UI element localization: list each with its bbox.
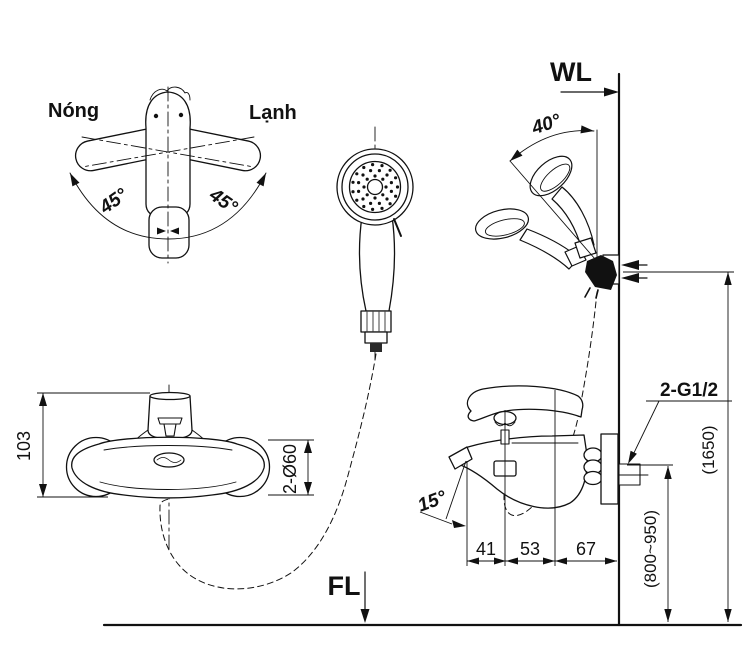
fl-arrowhead-icon <box>360 609 370 623</box>
body-seam-top <box>103 445 233 451</box>
wall-flange <box>600 433 619 505</box>
spray-nozzle-dots <box>351 163 400 211</box>
supply-arrow-top <box>621 260 639 270</box>
lever-axis-right <box>81 136 255 168</box>
wl-arrowhead-icon <box>604 87 619 97</box>
center-tick-arrow-left <box>157 227 166 235</box>
shower-connector-nut <box>360 310 392 333</box>
dim-knob-to-body: 53 <box>520 539 540 559</box>
faucet-front-view <box>65 384 271 554</box>
wall-nut-3 <box>583 470 603 486</box>
dim-install-height: (800~950) <box>641 510 660 588</box>
dim-spout-offset: 41 <box>476 539 496 559</box>
tilt-arc-arrow-right <box>580 125 594 134</box>
spout-angle-ray <box>445 460 467 520</box>
thread-leader-arrowhead <box>628 450 637 464</box>
diverter-knob-cap <box>157 417 183 425</box>
shower-face-center-hole <box>366 178 384 196</box>
hand-shower-holder-position <box>529 155 597 259</box>
holder-body-silhouette <box>585 255 617 290</box>
angle-spout-15: 15° <box>415 487 450 517</box>
hand-shower-front-view <box>159 126 414 590</box>
handle-grip-tip <box>148 206 190 259</box>
label-floor-line: FL <box>328 571 361 601</box>
swing-arc <box>69 172 267 240</box>
side-spout-tip <box>448 446 473 470</box>
dim-body-to-wall: 67 <box>576 539 596 559</box>
diverter-knob-stem <box>163 423 177 437</box>
inlet-stub <box>618 463 641 486</box>
supply-arrow-bottom <box>621 273 639 283</box>
hose-curve <box>159 353 377 590</box>
shower-hose-nipple <box>370 343 382 352</box>
swing-arc-arrow-right <box>256 173 266 187</box>
tilt-arc <box>509 130 595 162</box>
label-cold: Lạnh <box>249 102 297 124</box>
shower-holder-assembly <box>474 125 648 299</box>
brand-logo <box>153 452 185 468</box>
brand-logo-detail <box>156 457 182 463</box>
side-body <box>451 434 588 509</box>
shower-face-tick <box>393 218 402 237</box>
handle-dot-right <box>178 112 184 118</box>
dim-holder-height: (1650) <box>699 425 718 474</box>
shower-connector-collar <box>364 331 388 344</box>
faucet-side-view <box>448 291 649 516</box>
angle-holder-40: 40° <box>528 110 563 139</box>
side-lever-handle <box>466 385 584 422</box>
spout-angle-arrowhead <box>452 520 466 528</box>
label-wall-line: WL <box>550 57 592 87</box>
side-view-dimensions <box>419 271 734 622</box>
tilt-ray-angled <box>509 160 596 260</box>
center-tick-arrow-right <box>170 227 179 235</box>
dim-body-height: 103 <box>14 431 34 461</box>
label-thread-spec: 2-G1/2 <box>660 380 718 401</box>
handle-dot-left <box>153 113 159 119</box>
dim-flange-diameter: 2-Ø60 <box>280 444 300 494</box>
swing-arc-arrow-left <box>70 173 80 187</box>
body-seam-bottom <box>99 481 237 490</box>
shower-face <box>348 160 402 214</box>
handle-top-view <box>69 86 267 264</box>
shower-port-top <box>149 391 191 401</box>
tilt-arc-arrow-left <box>510 149 523 161</box>
spout-angle-leader <box>419 511 453 525</box>
thread-leader <box>630 400 660 460</box>
shower-handle <box>358 215 396 312</box>
label-hot: Nóng <box>48 100 99 122</box>
handle-knuckle-detail <box>149 86 191 101</box>
